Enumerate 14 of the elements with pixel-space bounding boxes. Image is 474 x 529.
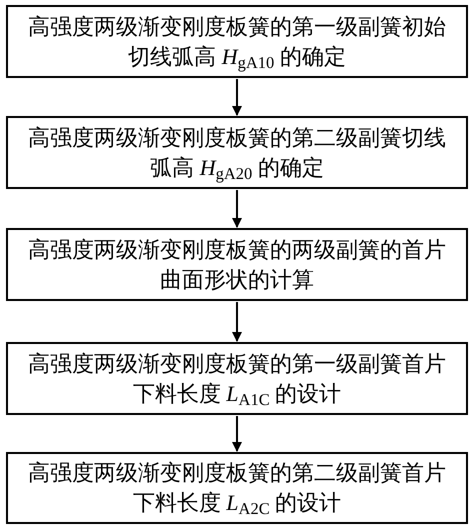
- step-text: 高强度两级渐变刚度板簧的第一级副簧首片下料长度 L$_{A1C}$ 的设计: [27, 350, 447, 408]
- step-text: 高强度两级渐变刚度板簧的第二级副簧切线弧高 H$_{gA20}$ 的确定: [27, 124, 447, 182]
- arrow: [232, 190, 242, 228]
- process-box: [6, 342, 468, 415]
- step-text: 高强度两级渐变刚度板簧的两级副簧的首片曲面形状的计算: [27, 236, 447, 294]
- arrow: [232, 79, 242, 116]
- process-box: [6, 452, 468, 524]
- step-text: 高强度两级渐变刚度板簧的第二级副簧首片下料长度 L$_{A2C}$ 的设计: [27, 459, 447, 518]
- process-box: [6, 5, 468, 78]
- arrow: [232, 416, 242, 452]
- arrow: [232, 302, 242, 342]
- process-box: [6, 228, 468, 301]
- process-box: [6, 116, 468, 189]
- step-text: 高强度两级渐变刚度板簧的第一级副簧初始切线弧高 H$_{gA10}$ 的确定: [27, 12, 447, 72]
